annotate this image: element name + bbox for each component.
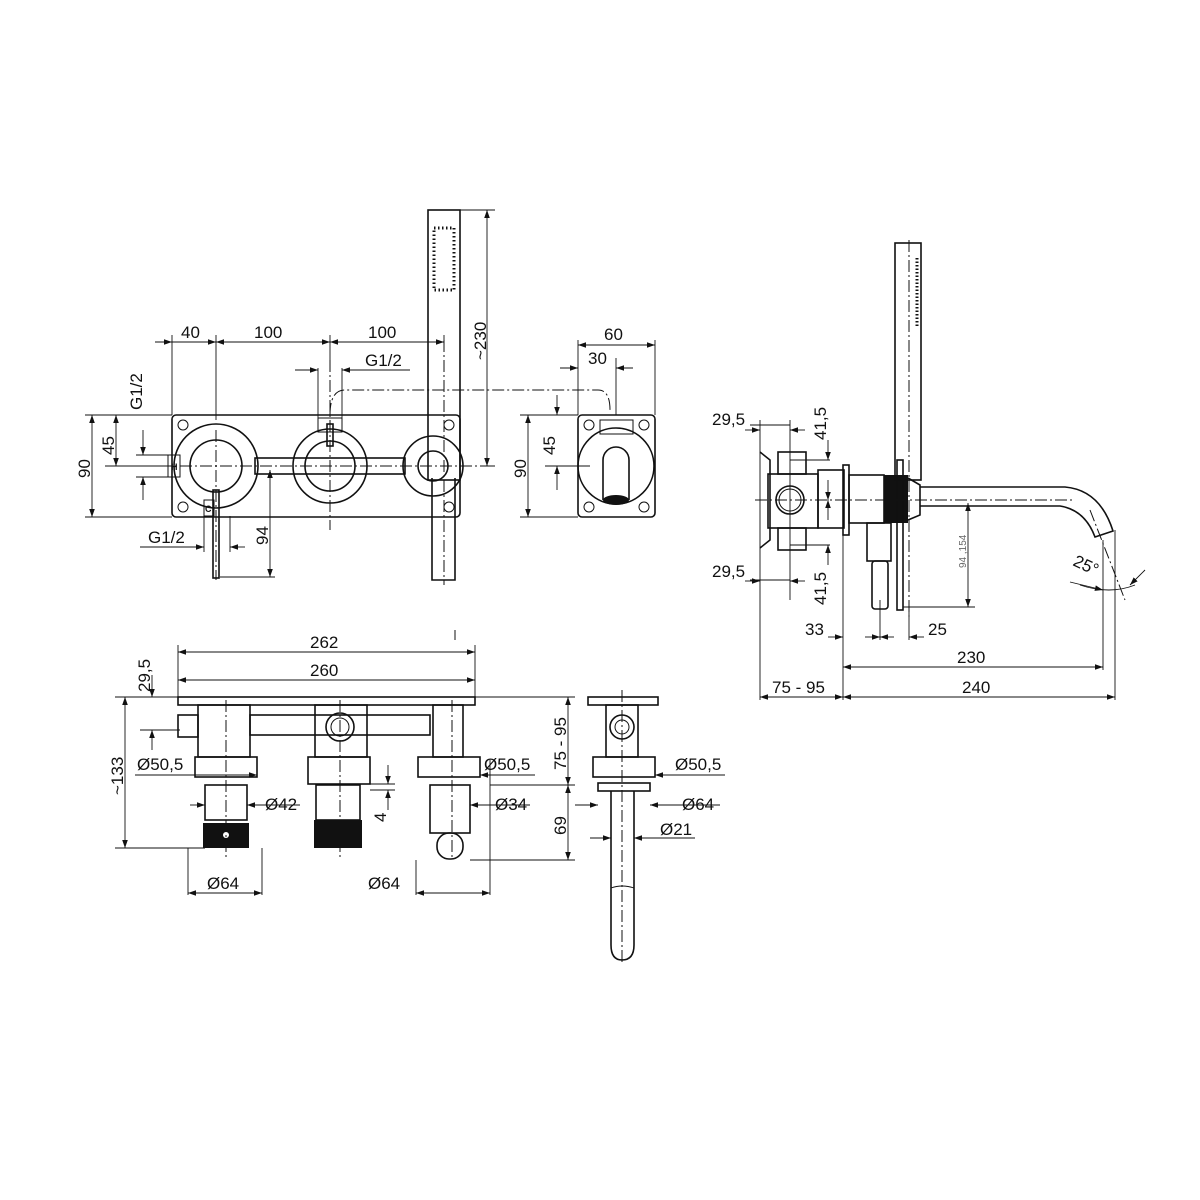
spout xyxy=(920,486,1115,539)
dim-69: 69 xyxy=(551,816,570,835)
hand-shower-side xyxy=(894,242,922,481)
dim-100: 100 xyxy=(254,323,282,342)
dim-25: 25 xyxy=(928,620,947,639)
dim-75-95: 75 - 95 xyxy=(551,717,570,770)
dim-230: 230 xyxy=(957,648,985,667)
dim-262: 262 xyxy=(310,633,338,652)
mixer-rosette xyxy=(173,423,259,509)
angle-25: 25° xyxy=(1070,551,1101,579)
front-view: H C 40 100 100 G1/2 ~230 90 xyxy=(75,209,650,585)
dim-45: 45 xyxy=(540,436,559,455)
spout-top-view: Ø50,5 Ø64 Ø21 xyxy=(575,690,725,965)
dim-29-5: 29,5 xyxy=(712,410,745,429)
dim-29-5: 29,5 xyxy=(135,659,154,692)
dim-g12-top: G1/2 xyxy=(365,351,402,370)
dim-30: 30 xyxy=(588,349,607,368)
dim-100: 100 xyxy=(368,323,396,342)
hot-label: H xyxy=(171,462,178,472)
dim-90: 90 xyxy=(75,459,94,478)
dim-41-5: 41,5 xyxy=(811,572,830,605)
dim-94-154: 94 ,154 xyxy=(958,534,969,568)
side-view: 29,5 29,5 41,5 41,5 94 ,154 25° 33 25 23… xyxy=(712,240,1146,700)
dia-50-5: Ø50,5 xyxy=(137,755,183,774)
dim-40: 40 xyxy=(181,323,200,342)
spout-front-view: 60 30 90 45 xyxy=(511,325,656,518)
dia-64: Ø64 xyxy=(207,874,239,893)
dia-50-5: Ø50,5 xyxy=(484,755,530,774)
top-view: 262 260 29,5 ~133 Ø50,5 Ø42 Ø64 Ø64 4 Ø5… xyxy=(108,630,575,896)
dim-29-5: 29,5 xyxy=(712,562,745,581)
dim-260: 260 xyxy=(310,661,338,680)
dim-75-95: 75 - 95 xyxy=(772,678,825,697)
dim-90: 90 xyxy=(511,459,530,478)
dia-42: Ø42 xyxy=(265,795,297,814)
knurled-ring xyxy=(884,475,908,523)
dim-4: 4 xyxy=(371,813,390,822)
dia-21: Ø21 xyxy=(660,820,692,839)
connection-path xyxy=(329,389,611,416)
dia-34: Ø34 xyxy=(495,795,527,814)
shower-spray-holes xyxy=(432,226,456,292)
dim-41-5: 41,5 xyxy=(811,407,830,440)
dim-133: ~133 xyxy=(108,757,127,795)
cold-label: C xyxy=(205,504,212,514)
dim-240: 240 xyxy=(962,678,990,697)
dim-94: 94 xyxy=(253,526,272,545)
plate-edge xyxy=(177,696,476,706)
dim-60: 60 xyxy=(604,325,623,344)
dim-230: ~230 xyxy=(471,322,490,360)
dim-45: 45 xyxy=(99,436,118,455)
dia-64: Ø64 xyxy=(682,795,714,814)
dim-g12-left: G1/2 xyxy=(127,373,146,410)
dia-50-5: Ø50,5 xyxy=(675,755,721,774)
dia-64: Ø64 xyxy=(368,874,400,893)
dim-g12-bottom: G1/2 xyxy=(148,528,185,547)
dim-33: 33 xyxy=(805,620,824,639)
